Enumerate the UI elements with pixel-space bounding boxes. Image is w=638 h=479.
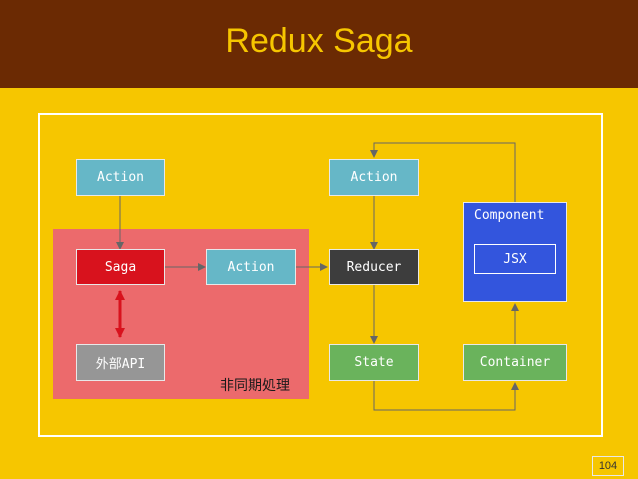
edge-component-to-action-top [370, 142, 516, 202]
saga-node: Saga [76, 249, 165, 285]
action-node-top-left: Action [76, 159, 165, 196]
action-node-top-center: Action [329, 159, 419, 196]
slide-title: Redux Saga [225, 22, 413, 60]
container-node: Container [463, 344, 567, 381]
external-api-node: 外部API [76, 344, 165, 381]
edge-state-to-container [373, 381, 519, 411]
component-label: Component [474, 208, 545, 223]
state-node: State [329, 344, 419, 381]
diagram-frame [38, 113, 603, 437]
jsx-node: JSX [474, 244, 556, 274]
reducer-node: Reducer [329, 249, 419, 285]
action-node-mid: Action [206, 249, 296, 285]
slide-header [0, 0, 638, 88]
async-processing-label: 非同期処理 [220, 378, 290, 394]
page-number: 104 [592, 456, 624, 476]
